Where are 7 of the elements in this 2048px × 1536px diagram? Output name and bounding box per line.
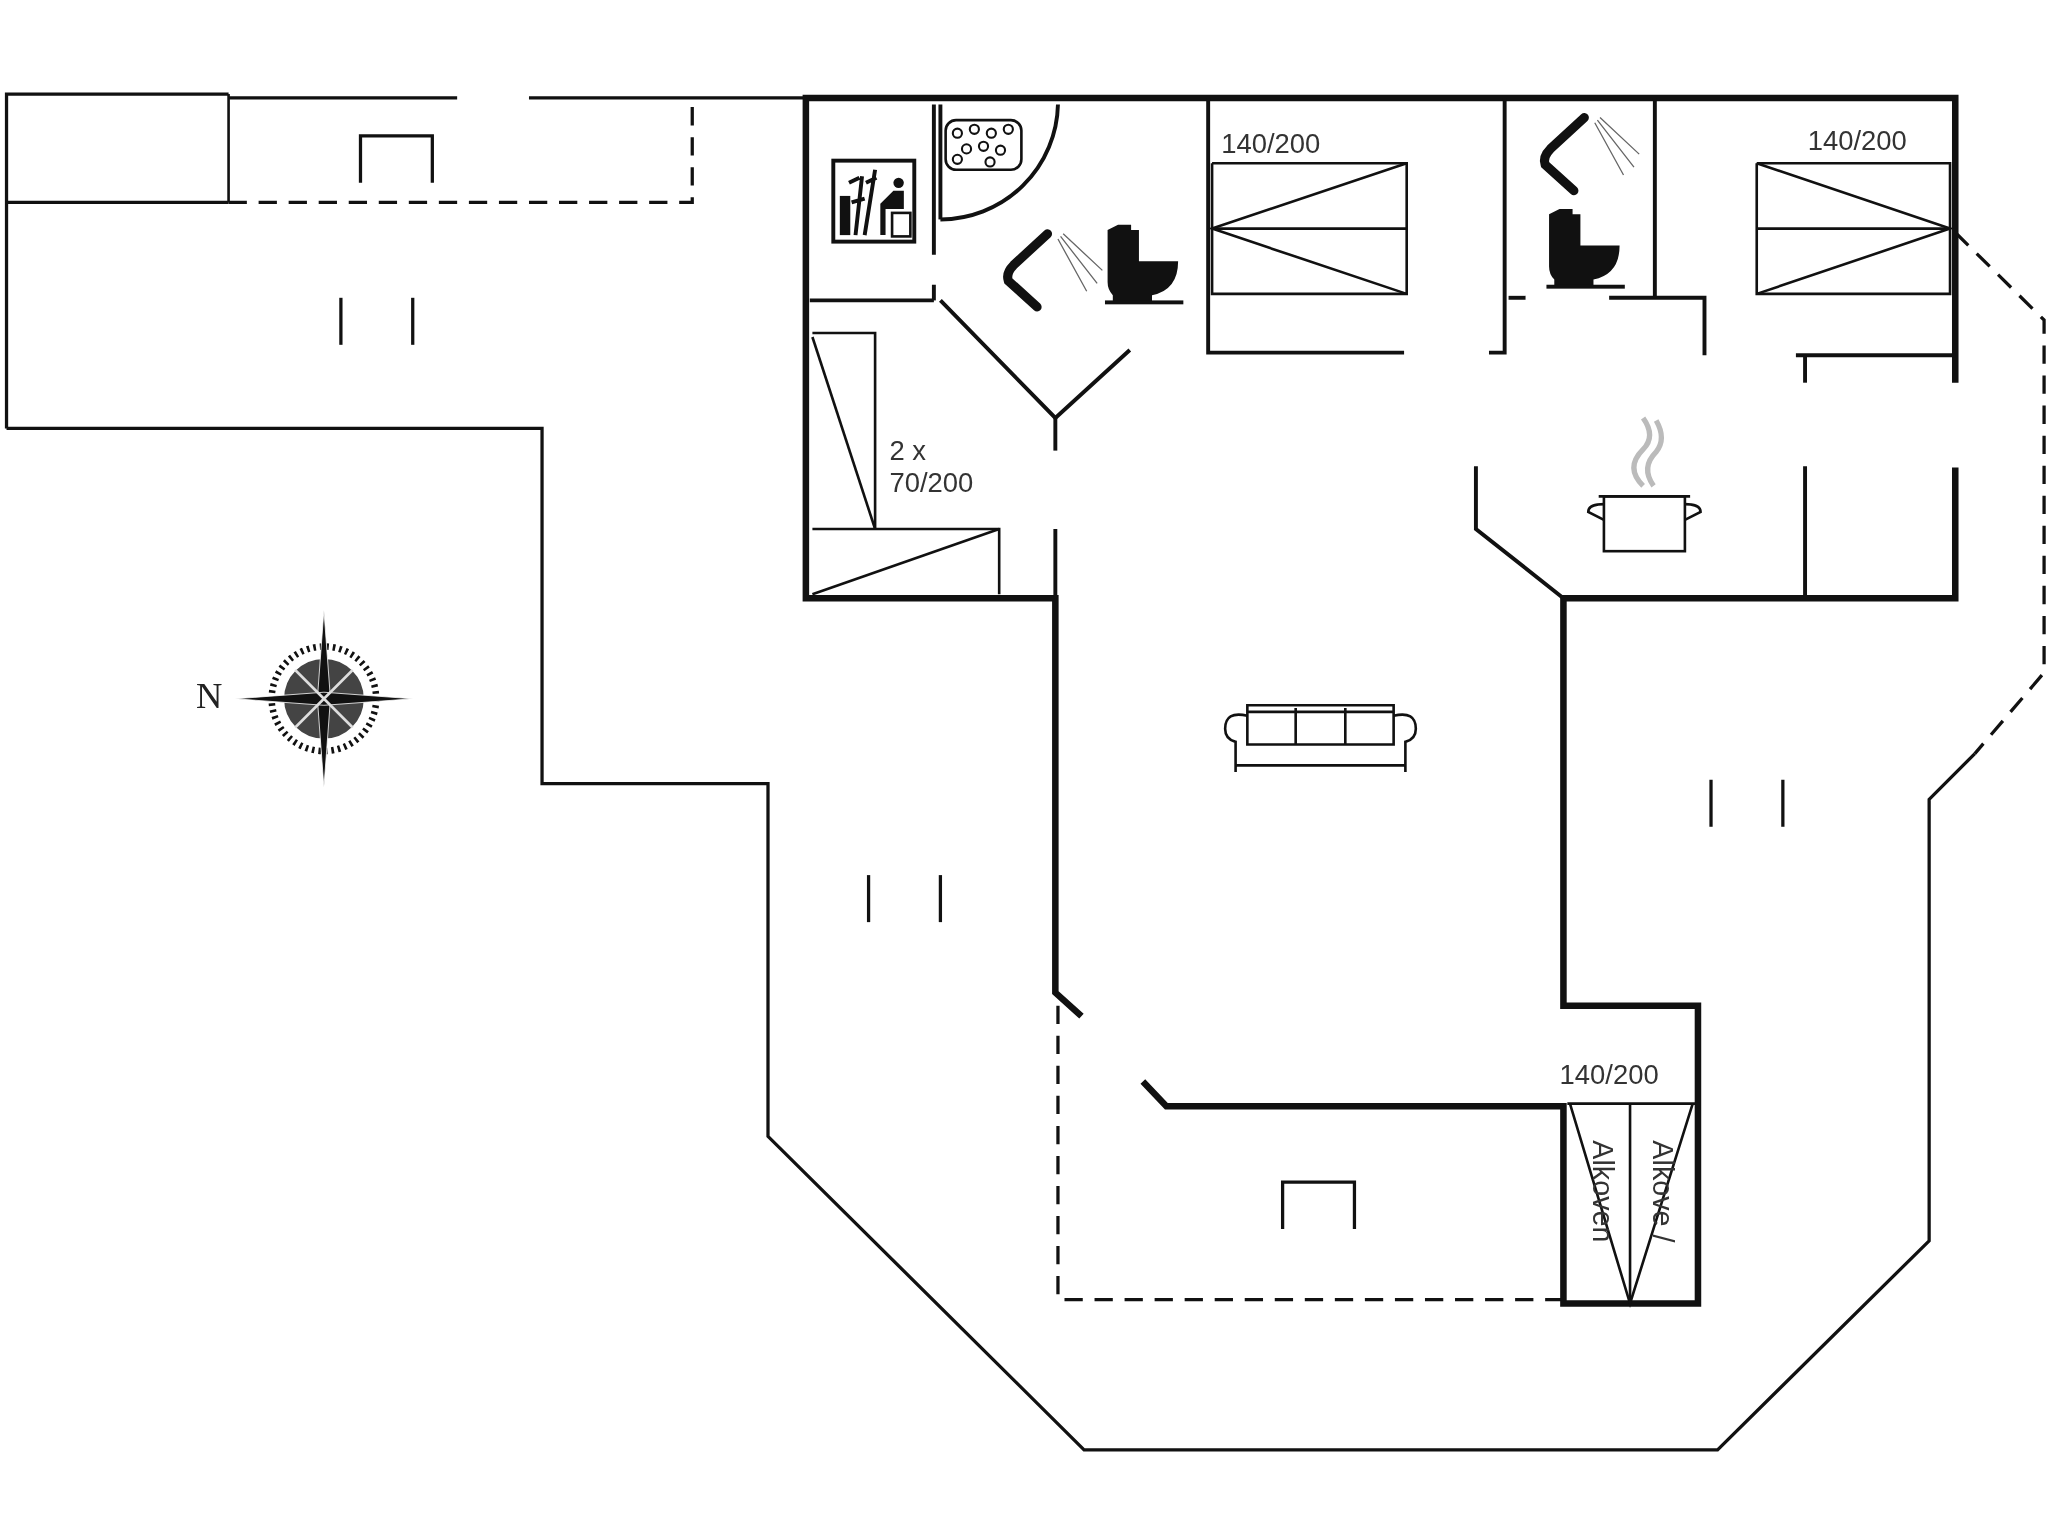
alcove-label: Alkoven — [1585, 1140, 1619, 1243]
alcove-label: Alkove / — [1645, 1140, 1679, 1243]
north-label: N — [195, 674, 223, 718]
bed-size-label: 2 x 70/200 — [889, 433, 975, 500]
bed-size-label: 140/200 — [1807, 124, 1907, 157]
bed-size-label: 140/200 — [1221, 127, 1321, 160]
bed-size-label: 140/200 — [1559, 1058, 1659, 1091]
